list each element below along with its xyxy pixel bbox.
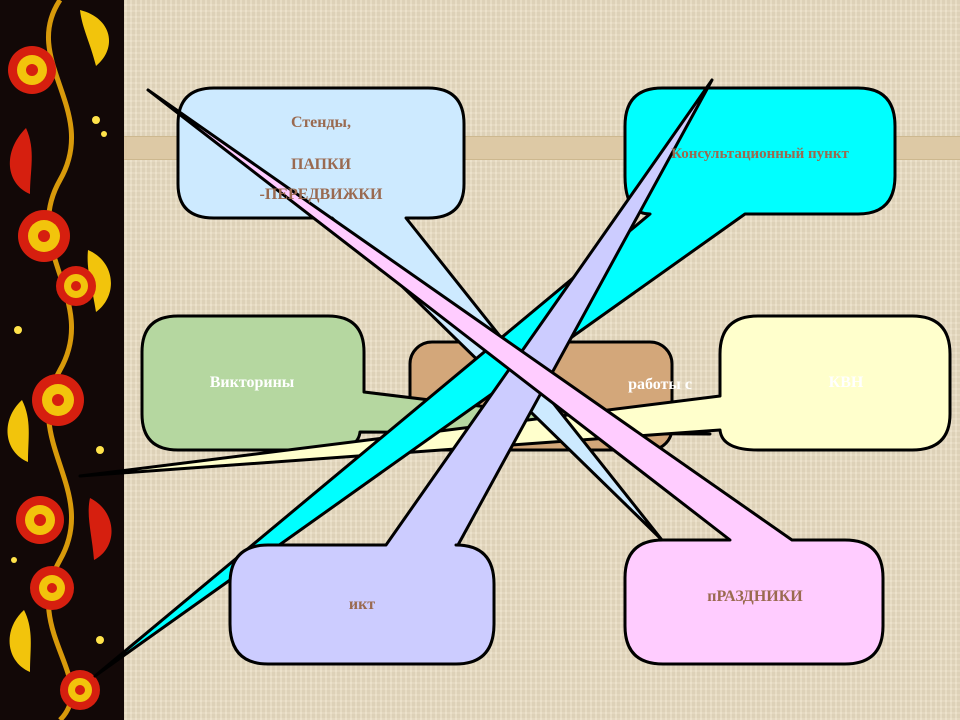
leaf-icon	[7, 10, 112, 672]
label-holidays: пРАЗДНИКИ	[707, 588, 803, 605]
flower-icon	[8, 46, 100, 710]
label-consult: Консультационный пункт	[671, 146, 849, 162]
ornament-border	[0, 0, 124, 720]
label-stands-2: ПАПКИ	[290, 156, 352, 173]
label-stands-1: Стенды,	[290, 114, 352, 131]
callout-ikt	[228, 78, 714, 666]
label-kvn: КВН	[828, 374, 864, 391]
callout-kvn	[78, 314, 952, 478]
label-quiz: Викторины	[209, 374, 295, 391]
label-stands-3: -ПЕРЕДВИЖКИ	[259, 186, 383, 203]
label-center: работы с	[628, 376, 692, 393]
callout-holidays	[146, 88, 885, 666]
label-ikt: икт	[348, 596, 376, 613]
